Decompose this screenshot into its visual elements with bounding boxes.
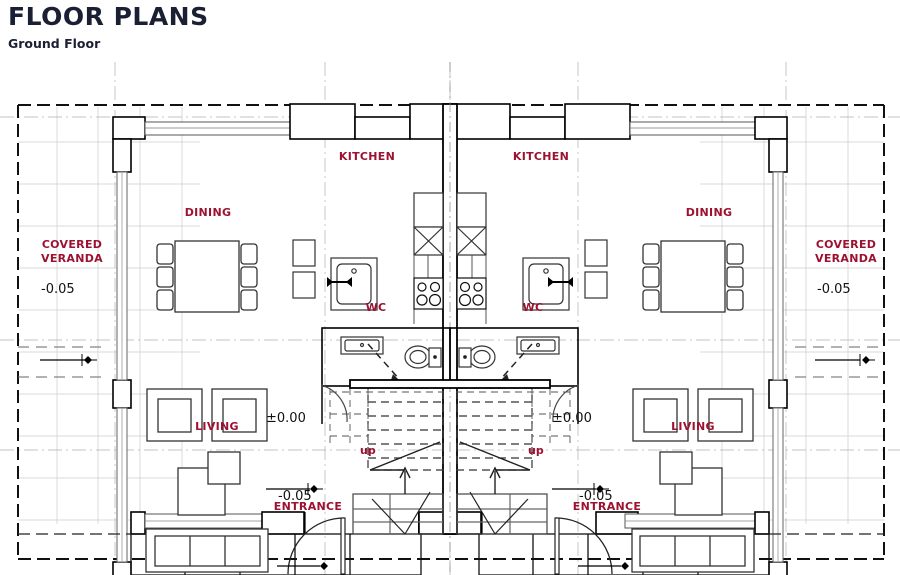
level-mark-veranda-left: -0.05 [41, 282, 75, 297]
level-symbol-living-right [552, 483, 609, 495]
veranda-tile-grid [18, 107, 884, 524]
stair-up-label-left: up [360, 444, 376, 457]
level-symbol-veranda-right [815, 354, 875, 366]
armchair-right-2 [632, 388, 689, 442]
armchair-right-1 [697, 388, 754, 442]
dining-table-right [642, 240, 744, 313]
level-symbol-porch-right [578, 562, 629, 570]
kitchen-counter-right [522, 239, 608, 311]
level-symbol-veranda-left [40, 354, 97, 366]
entrance-door-right [554, 517, 613, 575]
coffee-table-left [177, 451, 241, 516]
wc-toilet-right [458, 345, 496, 369]
west-exterior-wall [112, 138, 132, 575]
armchair-left-1 [146, 388, 203, 442]
veranda-mid-dash [18, 346, 884, 378]
wc-door-right [552, 384, 579, 424]
sofa-right [631, 528, 755, 573]
wc-basin-left [340, 336, 384, 355]
fridge-left [413, 192, 444, 324]
cooktop-right [456, 277, 487, 310]
level-symbol-living-left [266, 483, 323, 495]
wc-basin-right [516, 336, 560, 355]
window-west [116, 171, 128, 563]
hall-grid-right [457, 388, 571, 448]
wc-toilet-left [404, 345, 442, 369]
kitchen-counter-left [292, 239, 378, 311]
page-header: FLOOR PLANS Ground Floor [0, 0, 900, 62]
page-title: FLOOR PLANS [8, 2, 209, 31]
dining-table-left [156, 240, 258, 313]
floor-plan-drawing: COVERED VERANDA COVERED VERANDA DINING D… [0, 62, 900, 575]
entrance-door-left [287, 517, 346, 575]
sofa-left [145, 528, 269, 573]
window-east [772, 171, 784, 563]
stair-right [456, 343, 548, 535]
stair-left [352, 343, 444, 535]
right-unit-mirror [449, 192, 755, 575]
page-subtitle: Ground Floor [8, 36, 101, 51]
armchair-left-2 [211, 388, 268, 442]
wc-door-left [321, 384, 348, 424]
level-symbol-porch-left [277, 562, 328, 570]
hall-grid-left [329, 388, 443, 448]
level-mark-veranda-right: -0.05 [817, 282, 851, 297]
level-mark-living-left: ±0.00 [266, 411, 306, 426]
floor-plan-svg [0, 62, 900, 575]
north-exterior-wall [112, 103, 788, 140]
level-mark-porch-left: -0.05 [278, 489, 312, 504]
stair-up-label-right: up [528, 444, 544, 457]
coffee-table-right [659, 451, 723, 516]
level-mark-porch-right: -0.05 [579, 489, 613, 504]
wc-hall-wall [349, 379, 551, 389]
cooktop-left [413, 277, 444, 310]
fridge-right [456, 192, 487, 324]
level-mark-living-right: ±0.00 [552, 411, 592, 426]
